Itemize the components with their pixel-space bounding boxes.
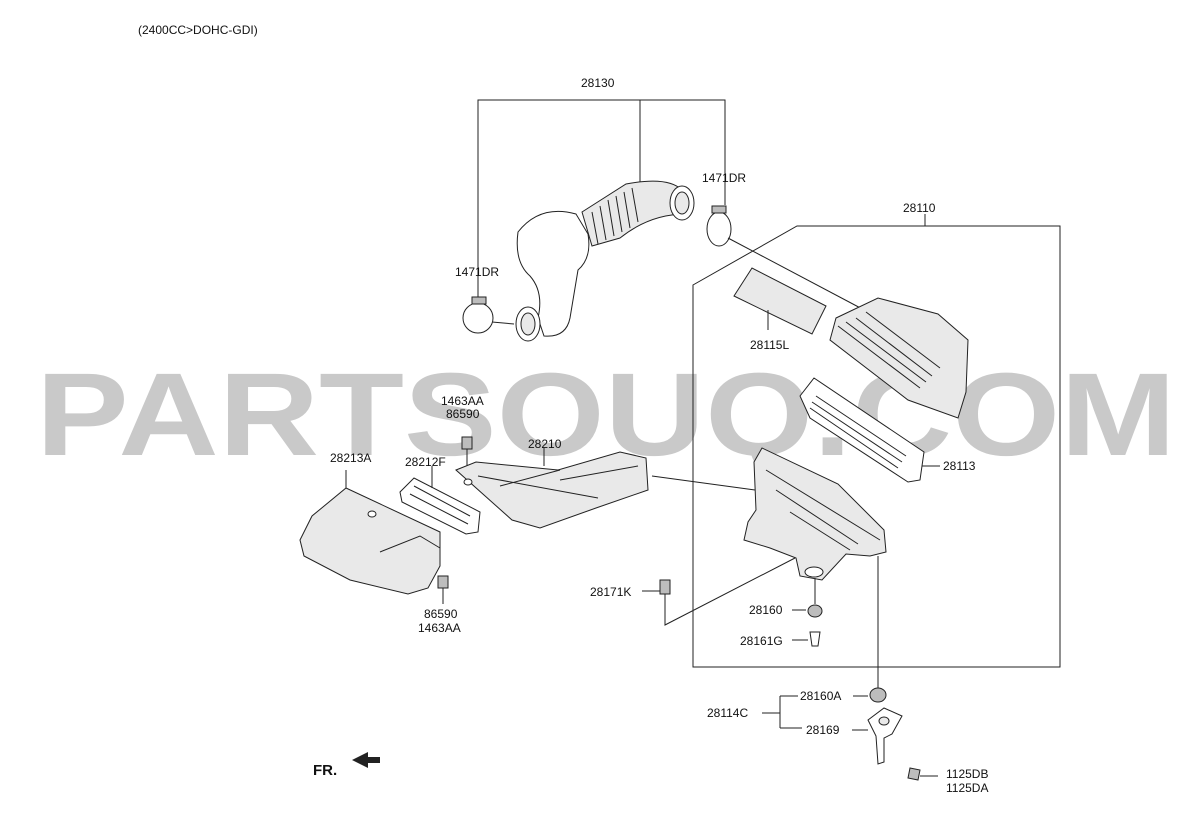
front-indicator: FR. xyxy=(313,762,337,779)
label-1463AA-bottom[interactable]: 1463AA xyxy=(418,621,461,635)
label-28130[interactable]: 28130 xyxy=(581,76,615,90)
label-86590-top[interactable]: 86590 xyxy=(446,407,480,421)
seal-28212F-part[interactable] xyxy=(399,466,481,535)
label-1471DR-left[interactable]: 1471DR xyxy=(455,265,499,279)
duct-28115L-part[interactable] xyxy=(733,267,827,335)
filter-element-28113-part[interactable] xyxy=(799,377,940,483)
clamp-1471DR-left[interactable] xyxy=(462,296,515,334)
label-28160A[interactable]: 28160A xyxy=(800,689,841,703)
engine-spec: (2400CC>DOHC-GDI) xyxy=(138,23,258,37)
label-86590-bottom[interactable]: 86590 xyxy=(424,607,458,621)
label-28160[interactable]: 28160 xyxy=(749,603,783,617)
label-28113[interactable]: 28113 xyxy=(943,459,976,473)
label-28114C[interactable]: 28114C xyxy=(707,706,748,720)
intake-hose-part[interactable] xyxy=(515,180,695,342)
clamp-1471DR-right[interactable] xyxy=(706,205,732,247)
grommet-28160-part[interactable] xyxy=(792,578,823,618)
bolt-28161G-part[interactable] xyxy=(792,631,821,647)
bracket-28130 xyxy=(477,99,726,318)
frame-28110 xyxy=(692,214,1061,668)
grommet-28160A-part[interactable] xyxy=(869,687,887,703)
label-1463AA-top[interactable]: 1463AA xyxy=(441,394,484,408)
bracket-28114C-lines xyxy=(762,695,802,729)
label-28169[interactable]: 28169 xyxy=(806,723,840,737)
fastener-86590-bottom[interactable] xyxy=(437,575,449,604)
bolt-1125DB-part[interactable] xyxy=(907,767,938,781)
bracket-28169-part[interactable] xyxy=(852,707,903,765)
label-1471DR-top[interactable]: 1471DR xyxy=(702,171,746,185)
label-1125DA[interactable]: 1125DA xyxy=(946,781,988,795)
cover-28213A-part[interactable] xyxy=(299,470,441,595)
clip-28171K-part[interactable] xyxy=(642,557,796,626)
front-arrow-icon xyxy=(352,752,380,768)
label-1125DB[interactable]: 1125DB xyxy=(946,767,988,781)
lower-case-part[interactable] xyxy=(743,447,887,690)
filter-cover-part[interactable] xyxy=(829,297,969,419)
label-28110[interactable]: 28110 xyxy=(903,201,936,215)
label-28213A[interactable]: 28213A xyxy=(330,451,371,465)
label-28212F[interactable]: 28212F xyxy=(405,455,446,469)
label-28210[interactable]: 28210 xyxy=(528,437,562,451)
air-duct-28210-part[interactable] xyxy=(455,448,756,529)
label-28171K[interactable]: 28171K xyxy=(590,585,631,599)
fastener-86590-top[interactable] xyxy=(461,436,473,466)
label-28115L[interactable]: 28115L xyxy=(750,338,789,352)
label-28161G[interactable]: 28161G xyxy=(740,634,783,648)
